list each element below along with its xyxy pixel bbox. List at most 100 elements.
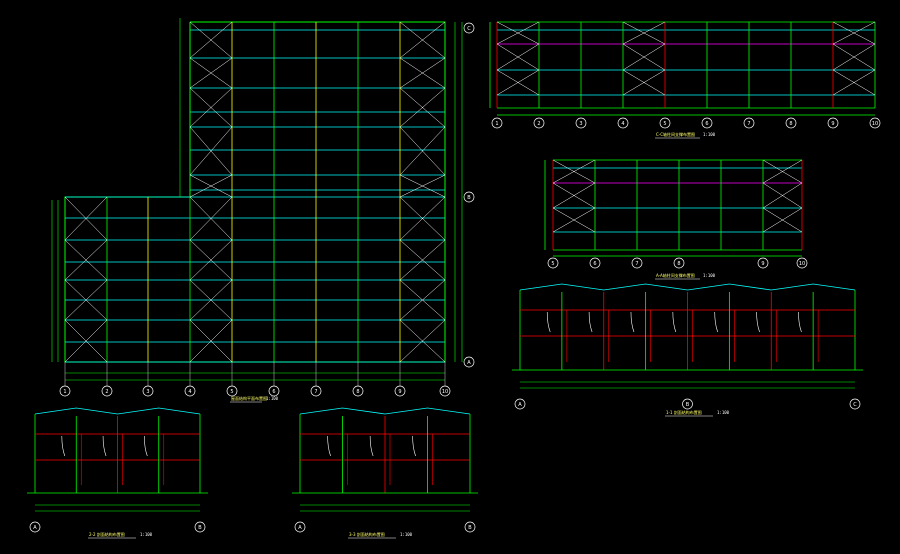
plan-brace-lower-2-1-b [399,239,446,281]
plan-axis-bubble-8-label: 8 [356,389,359,395]
sect-bm-axis-bubble-A-circle [294,521,306,533]
plan-brace-upper-1-3-b [399,126,446,176]
plan-axis-bubble-1-circle [59,385,71,397]
elev-mid-title: A-A轴柱间支撑布置图 [656,272,695,278]
elev-top-axis-bubble-7: 7 [743,117,755,129]
plan-axis-bubble-A-circle [463,356,475,368]
elev-top-axis-bubble-5: 5 [659,117,671,129]
elev-top-axis-bubble-4-label: 4 [621,121,624,127]
elev-mid-frame [552,159,803,250]
sect-bm-knee-3 [412,435,416,457]
plan-axis-bubble-1-label: 1 [63,389,66,395]
plan-axis-bubble-7-label: 7 [314,389,317,395]
plan-brace-lower-0-0-b [64,196,108,241]
elev-top-axis-bubble-8: 8 [785,117,797,129]
elev-top-outline [489,21,875,116]
sect-bm-axis-bubble-B-circle [464,521,476,533]
plan-axis-bubble-9: 9 [394,385,406,397]
plan-outline [64,21,446,363]
plan-axis-bubble-10: 10 [439,385,451,397]
plan-axis-bubble-9-circle [394,385,406,397]
plan-axis-bubble-2-label: 2 [105,389,108,395]
elev-mid-title-block: A-A轴柱间支撑布置图 1:100 [655,272,716,280]
elev-mid-axis-bubble-7: 7 [631,257,643,269]
sect-bm-axis-bubble-A-label: A [298,525,302,531]
plan-axis-bubble-C-circle [463,22,475,34]
plan-brace-upper-1-0-b [399,21,446,59]
plan-title-block: 屋面结构平面布置图 1:100 [230,395,279,403]
plan-axis-bubble-7: 7 [310,385,322,397]
sect-right-axis-bubble-B: B [682,398,693,410]
elev-top-axis-bubble-8-label: 8 [789,121,792,127]
elev-top-axis-bubble-2: 2 [533,117,545,129]
elev-top-axis-bubble-3-circle [575,117,587,129]
sect-bl-axis-bubble-B-label: B [198,525,202,531]
elev-mid-axis-bubble-5-circle [547,257,559,269]
plan-dimension-lines [51,18,463,381]
elev-mid-brace-1-1-b [762,182,803,209]
elev-top-axis-bubble-6: 6 [701,117,713,129]
plan-axis-bubble-3-label: 3 [146,389,149,395]
sect-right-knee-1 [546,311,551,333]
plan-title: 屋面结构平面布置图 [231,395,267,401]
plan-axis-bubble-2: 2 [101,385,113,397]
plan-brace-lower-2-0-b [399,196,446,241]
plan-purlins-lower [65,196,445,363]
sect-right-axis-bubble-C-circle [849,398,861,410]
plan-axis-bubble-8-circle [352,385,364,397]
plan-axis-bubble-C-label: C [467,26,471,32]
plan-brace-upper-0-2-b [189,87,233,128]
plan-axis-bubble-B-circle [463,191,475,203]
elev-mid-axis-bubble-5: 5 [547,257,559,269]
elev-top-axis-bubble-2-label: 2 [537,121,540,127]
plan-brace-lower-1-3-b [189,319,233,363]
elev-top-brace-0-2-b [496,69,540,96]
elev-top-axis-bubble-10-label: 10 [872,121,878,127]
elev-mid-scale: 1:100 [703,273,716,278]
plan-axis-bubble-2-circle [101,385,113,397]
sect-right-axis-bubble-A: A [514,398,526,410]
plan-brace-upper-0-3-b [189,126,233,176]
sect-bl-axis-bubble-B: B [194,521,206,533]
elev-top-title-block: C-C轴柱间支撑布置图 1:100 [655,131,716,139]
elev-top-brace-1-0-b [622,21,666,45]
elev-top-brace-1-1-b [622,43,666,71]
sect-right-axis-bubble-C: C [849,398,861,410]
sect-right-axis-bubble-A-label: A [518,402,522,408]
elev-top-axis-bubble-3: 3 [575,117,587,129]
elev-mid-axis-bubble-10-label: 10 [799,261,805,267]
elev-mid-brace-0-0-b [552,159,596,184]
plan-axis-bubble-4-label: 4 [188,389,191,395]
sect-bl-axis-bubble-A-circle [29,521,41,533]
elev-mid-axis-bubble-8: 8 [673,257,685,269]
plan-scale: 1:100 [266,396,279,401]
sect-bm-knee-1 [327,435,331,457]
sect-right-knee-4 [672,311,677,333]
elev-top-axis-bubble-4-circle [617,117,629,129]
sect-bl-axis-bubble-B-circle [194,521,206,533]
plan-axis-bubble-A-label: A [467,360,471,366]
plan-brace-upper-0-0-b [189,21,233,59]
plan-brace-lower-2-3-b [399,319,446,363]
elev-mid-axis-bubble-9: 9 [757,257,769,269]
plan-brace-lower-2-2-b [399,279,446,321]
sect-right-knee-7 [798,311,802,333]
plan-bracing [64,21,446,363]
elev-top-axis-bubble-2-circle [533,117,545,129]
plan-brace-upper-0-4-b [189,174,233,198]
plan-axis-bubble-3-circle [142,385,154,397]
plan-brace-lower-1-2-b [189,279,233,321]
sect-bl-knee-1 [61,435,66,457]
elev-top-scale: 1:100 [703,132,716,137]
plan-axis-bubble-6: 6 [268,385,280,397]
elev-mid-axis-bubble-7-circle [631,257,643,269]
elev-mid-axis-bubble-9-circle [757,257,769,269]
plan-brace-lower-0-2-b [64,279,108,321]
elev-top-brace-0-0-b [496,21,540,45]
sect-right-knee-2 [588,311,593,333]
elev-top-axis-bubble-5-label: 5 [663,121,666,127]
